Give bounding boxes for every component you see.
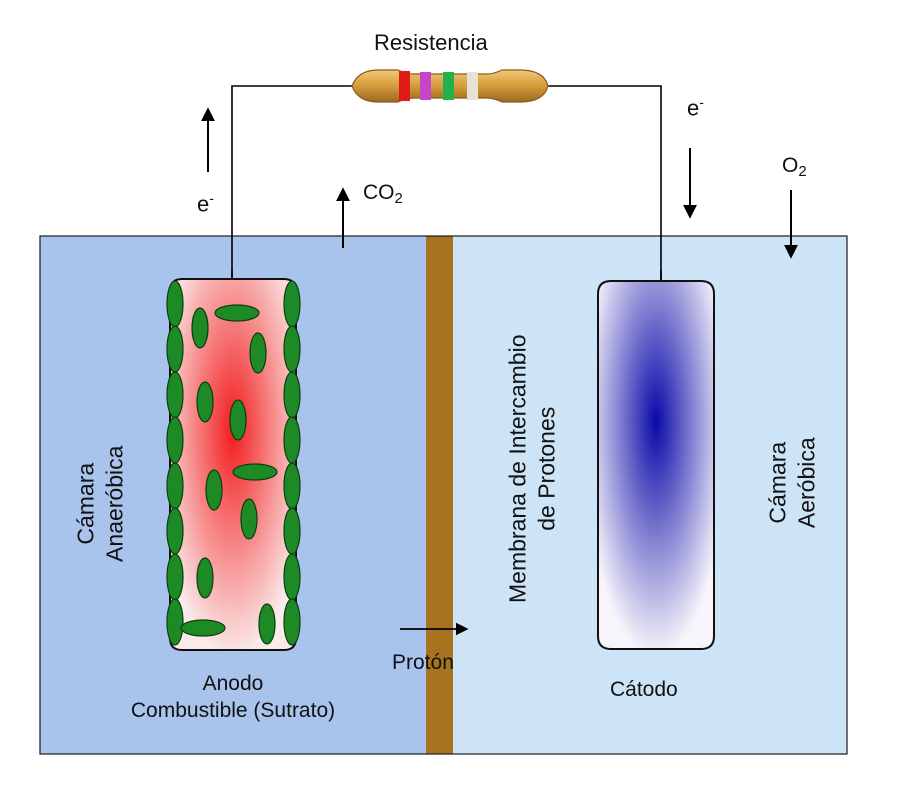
anode-label-line1: Anodo [202, 672, 264, 695]
co2-subscript: 2 [394, 190, 403, 207]
anode-label-line2: Combustible (Sutrato) [130, 699, 336, 723]
electron-label-right: e- [687, 94, 704, 121]
resistor-band-red [399, 71, 410, 101]
o2-label: O2 [782, 154, 807, 180]
bacterium [166, 553, 184, 601]
bacteria-group [166, 280, 301, 646]
proton-label: Protón [392, 651, 454, 674]
membrane-label: Membrana de Intercambio de Protones [503, 299, 561, 639]
anaerobic-label-line1: Cámara [72, 462, 99, 545]
bacterium [166, 507, 184, 555]
bacterium [283, 553, 301, 601]
bacterium [258, 603, 276, 645]
bacterium [196, 381, 214, 423]
bacterium [196, 557, 214, 599]
resistor-label: Resistencia [374, 30, 488, 55]
reactor-outline [39, 235, 848, 755]
bacterium [166, 416, 184, 464]
o2-base: O [782, 154, 799, 177]
bacterium [283, 371, 301, 419]
electron-symbol: e [687, 95, 700, 121]
electron-charge: - [699, 94, 704, 110]
bacterium [166, 280, 184, 328]
cathode [597, 270, 715, 650]
anaerobic-label-line2: Anaeróbica [101, 445, 127, 562]
membrane-label-line1: Membrana de Intercambio [504, 334, 531, 603]
proton-exchange-membrane [426, 236, 453, 754]
resistor-band-white [467, 72, 478, 100]
anode-label: Anodo Combustible (Sutrato) [108, 670, 358, 725]
bacterium [283, 507, 301, 555]
resistor [351, 69, 549, 103]
aerobic-label-line1: Cámara [764, 441, 791, 524]
bacterium [229, 399, 247, 441]
bacterium [205, 469, 223, 511]
aerobic-label-line2: Aeróbica [793, 437, 819, 529]
bacterium [191, 307, 209, 349]
bacterium [283, 280, 301, 328]
bacterium [166, 371, 184, 419]
bacterium [232, 463, 278, 481]
bacterium [283, 325, 301, 373]
co2-base: CO [363, 181, 395, 204]
resistor-band-green [443, 72, 454, 100]
electron-label-left: e- [197, 190, 214, 217]
resistor-band-violet [420, 72, 431, 100]
wire-left [231, 85, 360, 277]
bacterium [249, 332, 267, 374]
bacterium [240, 498, 258, 540]
cathode-label: Cátodo [610, 678, 678, 701]
o2-subscript: 2 [798, 163, 807, 180]
anaerobic-chamber-label: Cámara Anaeróbica [71, 414, 129, 594]
bacterium [283, 462, 301, 510]
bacterium [214, 304, 260, 322]
bacterium [180, 619, 226, 637]
wire-right [540, 85, 662, 277]
bacterium [166, 325, 184, 373]
co2-label: CO2 [363, 181, 403, 207]
bacterium [283, 598, 301, 646]
electron-symbol: e [197, 191, 210, 217]
bacterium [166, 462, 184, 510]
aerobic-chamber-label: Cámara Aeróbica [763, 393, 821, 573]
anode [169, 270, 297, 651]
bacterium [283, 416, 301, 464]
membrane-label-line2: de Protones [533, 406, 559, 531]
electron-charge: - [209, 190, 214, 206]
bacterium [166, 598, 184, 646]
